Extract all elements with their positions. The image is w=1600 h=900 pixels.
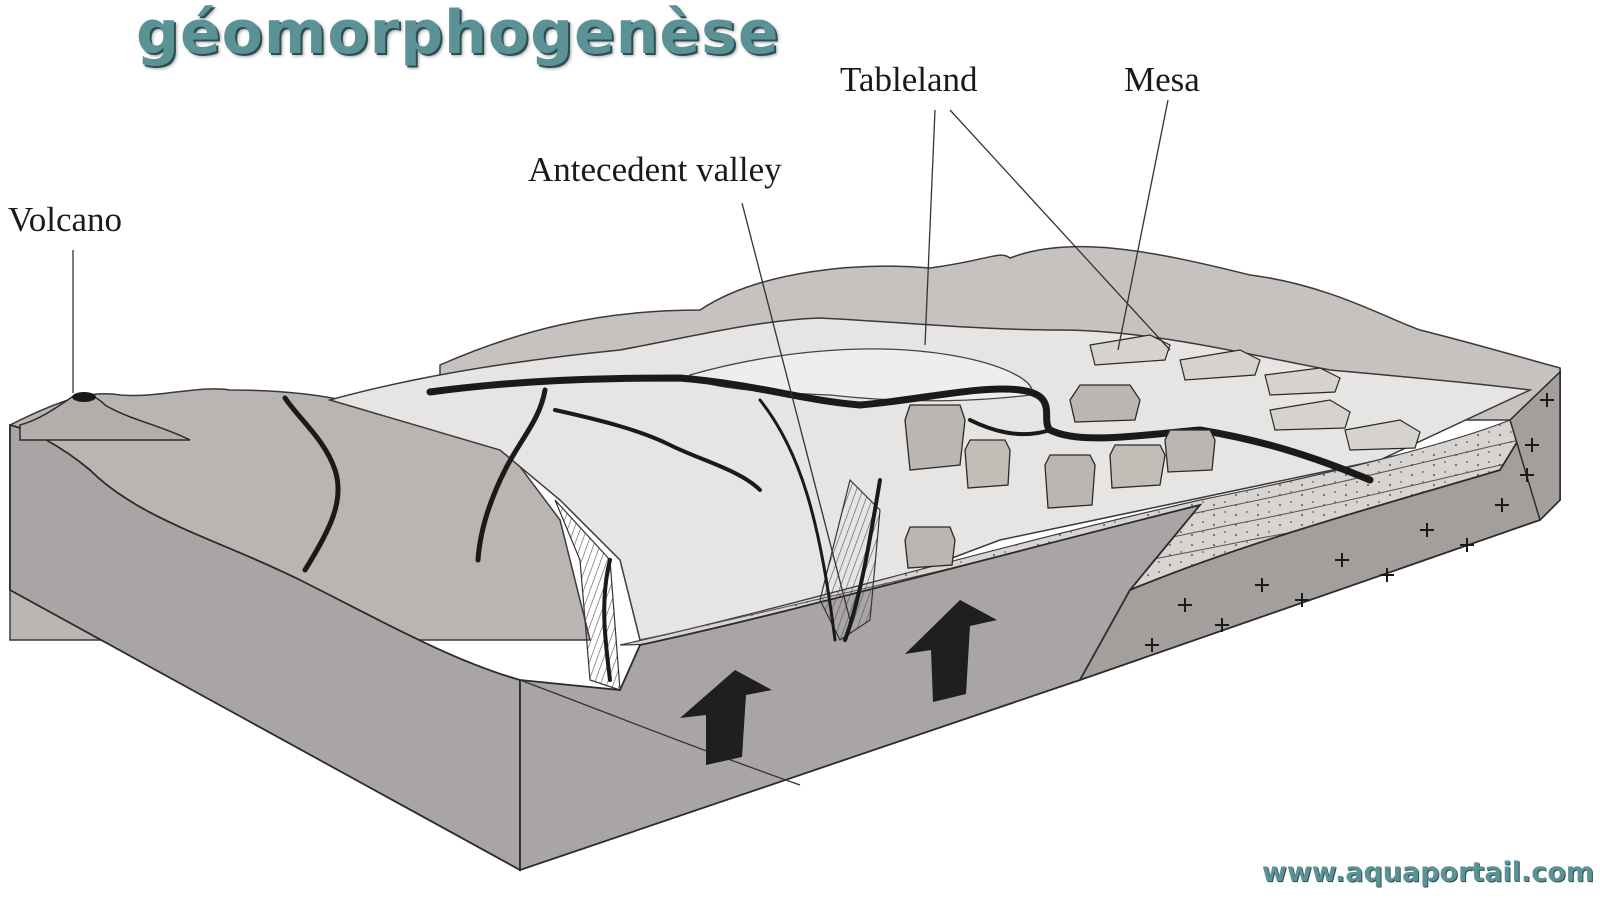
leader-tableland-1 <box>924 109 936 346</box>
label-antecedent-valley: Antecedent valley <box>528 150 782 189</box>
basement-block <box>1078 368 1561 682</box>
mesas <box>1089 334 1421 451</box>
fault-line-basement <box>1079 589 1131 681</box>
page-title: géomorphogenèse <box>136 0 780 68</box>
leader-antecedent-valley <box>741 202 851 621</box>
front-face-main <box>519 503 1203 872</box>
buttes <box>904 384 1216 569</box>
fault-line-front <box>519 679 801 786</box>
leader-tableland-2 <box>949 109 1171 351</box>
leader-mesa <box>1117 99 1169 351</box>
escarpment-left <box>554 499 621 691</box>
label-tableland: Tableland <box>840 60 978 99</box>
granite-crosses <box>1145 393 1554 652</box>
label-volcano: Volcano <box>8 200 123 239</box>
watermark: www.aquaportail.com <box>1261 857 1594 888</box>
front-face-left <box>9 423 521 872</box>
plateau-surface <box>327 317 1533 641</box>
volcano-crater-icon <box>19 392 191 441</box>
uplift-arrow-icon <box>680 600 997 765</box>
label-mesa: Mesa <box>1124 60 1200 99</box>
leader-lines <box>72 99 1171 621</box>
